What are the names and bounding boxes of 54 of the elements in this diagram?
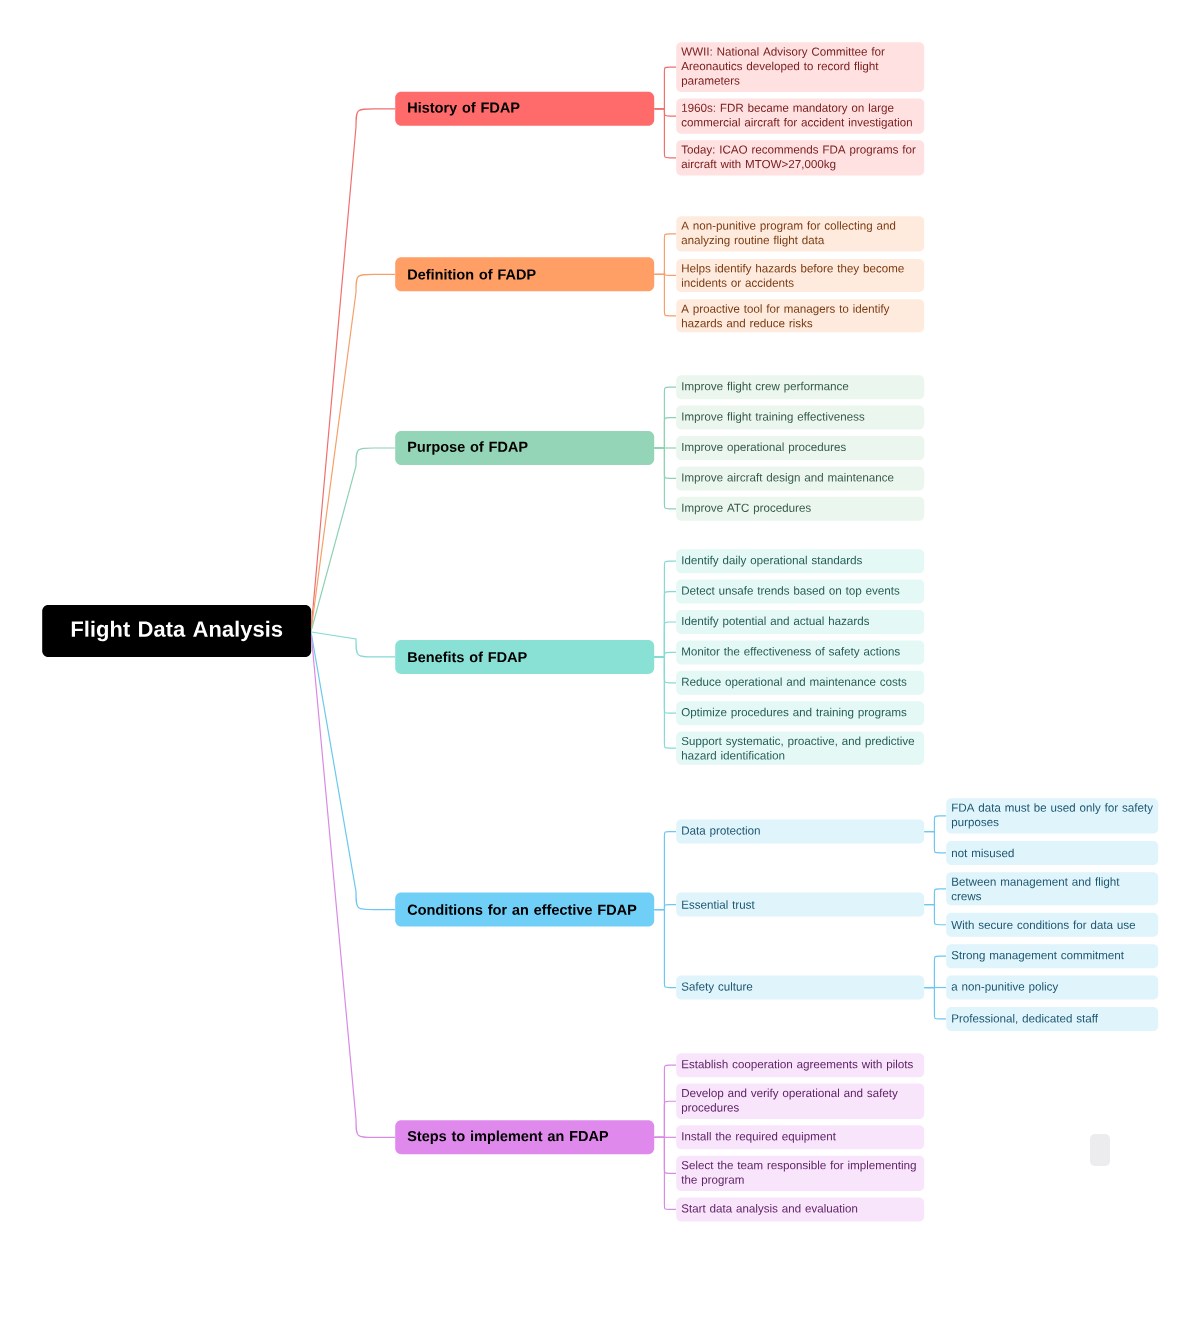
connector-line <box>923 903 947 926</box>
detail-box: Between management and flight crews <box>946 872 1159 906</box>
subtopic-box: Data protection <box>676 819 925 844</box>
detail-box: Strong management commitment <box>946 944 1159 969</box>
topic-box: Steps to implement an FDAP <box>395 1120 655 1155</box>
connector-line <box>653 1136 677 1211</box>
detail-box: Start data analysis and evaluation <box>676 1197 925 1222</box>
detail-box: Optimize procedures and training programs <box>676 701 925 726</box>
connector-line <box>923 830 947 854</box>
connector-line <box>653 908 677 989</box>
detail-box: Develop and verify operational and safety procedures <box>676 1083 925 1119</box>
connector-line <box>923 986 947 1020</box>
detail-box: Improve aircraft design and maintenance <box>676 466 925 491</box>
detail-box: 1960s: FDR became mandatory on large commercial aircraft for accident investigation <box>676 98 925 134</box>
detail-box: Monitor the effectiveness of safety actions <box>676 640 925 665</box>
connector-line <box>653 273 677 317</box>
detail-box: Improve operational procedures <box>676 436 925 460</box>
connector-line <box>310 633 396 911</box>
detail-box: Today: ICAO recommends FDA programs for aircraft with MTOW>27,000kg <box>676 140 925 176</box>
detail-box: Professional, dedicated staff <box>946 1006 1159 1031</box>
topic-box: Purpose of FDAP <box>395 431 655 465</box>
detail-box: WWII: National Advisory Committee for Areonautics developed to record flight parameters <box>676 42 925 92</box>
connector-line <box>653 656 677 749</box>
central-topic-box: Flight Data Analysis <box>42 605 312 657</box>
detail-box: Identify potential and actual hazards <box>676 610 925 634</box>
detail-box: A non-punitive program for collecting and analyzing routine flight data <box>676 216 925 252</box>
connector-line <box>653 447 677 510</box>
detail-box: A proactive tool for managers to identify hazards and reduce risks <box>676 299 925 333</box>
detail-box: Install the required equipment <box>676 1125 925 1150</box>
detail-box: not misused <box>946 840 1159 865</box>
detail-box: FDA data must be used only for safety purposes <box>946 798 1159 834</box>
topic-box: Benefits of FDAP <box>395 639 655 674</box>
detail-box: Improve flight crew performance <box>676 375 925 400</box>
connector-line <box>310 273 396 629</box>
subtopic-box: Safety culture <box>676 975 925 1000</box>
connector-line <box>310 631 396 658</box>
detail-box: Identify daily operational standards <box>676 549 925 574</box>
detail-box: a non-punitive policy <box>946 975 1159 1000</box>
detail-box: Improve flight training effectiveness <box>676 405 925 430</box>
detail-box: Detect unsafe trends based on top events <box>676 579 925 604</box>
detail-box: Reduce operational and maintenance costs <box>676 670 925 695</box>
connector-line <box>310 635 396 1138</box>
detail-box: Improve ATC procedures <box>676 496 925 521</box>
topic-box: Conditions for an effective FDAP <box>395 892 655 927</box>
subtopic-box: Essential trust <box>676 892 925 917</box>
detail-box: Select the team responsible for implementing the program <box>676 1155 925 1192</box>
detail-box: Support systematic, proactive, and predictive hazard identification <box>676 731 925 765</box>
connector-line <box>310 447 396 631</box>
topic-box: History of FDAP <box>395 91 655 126</box>
detail-box: Establish cooperation agreements with pilots <box>676 1053 925 1078</box>
detail-box: With secure conditions for data use <box>946 912 1159 937</box>
detail-box: Helps identify hazards before they become incidents or accidents <box>676 258 925 292</box>
connector-line <box>653 108 677 159</box>
topic-box: Definition of FADP <box>395 257 655 292</box>
